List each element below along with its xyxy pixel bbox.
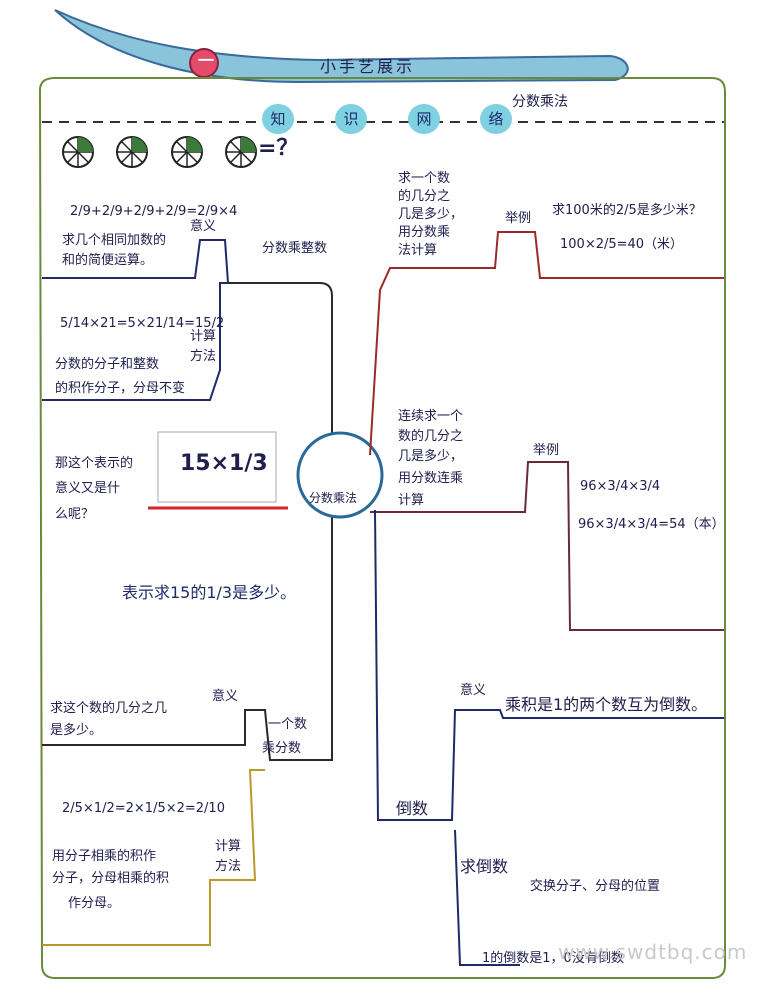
right-middle-example-1: 96×3/4×3/4 [580,479,661,494]
right-middle-branch-1: 连续求一个 [398,409,464,424]
method-line2-top: 的积作分子，分母不变 [55,381,186,396]
watermark: www.swdtbq.com [558,940,748,964]
right-top-branch-line [369,231,724,456]
center-circle [296,431,384,519]
right-middle-example-tag: 举例 [533,443,560,458]
left-top-branch-line [228,282,333,440]
answer-text: 表示求15的1/3是多少。 [122,583,297,602]
right-bottom-branch-line [374,509,724,821]
method-line2-bottom: 分子，分母相乘的积 [52,871,170,886]
zero-reciprocal-text: 1的倒数是1，0没有倒数 [482,951,624,966]
meaning-line2-bottom: 是多少。 [50,723,103,738]
reciprocal-meaning-tag: 意义 [460,683,487,698]
right-top-example-tag: 举例 [505,211,532,226]
right-top-branch-1: 求一个数 [398,171,451,186]
method-tag-top-1: 计算 [190,329,217,344]
find-reciprocal-tag: 求倒数 [460,857,509,876]
right-top-branch-5: 法计算 [398,243,438,258]
right-top-branch-4: 用分数乘 [398,225,451,240]
meaning-formula: 2/9+2/9+2/9+2/9=2/9×4 [70,204,238,219]
knowledge-badge-4: 络 [480,104,512,134]
expr-box [157,431,277,503]
knowledge-badge-2: 识 [335,104,367,134]
method-line1-bottom: 用分子相乘的积作 [52,849,157,864]
branch-fraction-times-integer: 分数乘整数 [262,241,328,256]
right-middle-branch-2: 数的几分之 [398,429,464,444]
right-middle-branch-4: 用分数连乘 [398,471,464,486]
right-middle-branch-line [370,461,724,631]
method-formula-top: 5/14×21=5×21/14=15/2 [60,316,225,331]
right-top-branch-3: 几是多少， [398,207,464,222]
unit-title: 分数乘法 [512,94,568,110]
right-middle-branch-5: 计算 [398,493,425,508]
meaning-tag-bottom: 意义 [212,689,239,704]
find-reciprocal-line [454,829,520,966]
pie-question: =？ [258,136,299,161]
method-line1-top: 分数的分子和整数 [55,357,160,372]
meaning-tag-top: 意义 [190,219,217,234]
meaning-line2: 和的简便运算。 [62,253,154,268]
method-tag-top-2: 方法 [190,349,217,364]
branch-number-times-fraction-2: 乘分数 [262,741,302,756]
banner-title: 小手艺展示 [320,57,416,76]
right-top-example-question: 求100米的2/5是多少米？ [552,203,702,218]
question-line1: 那这个表示的 [55,456,134,471]
branch-number-times-fraction-1: 一个数 [268,717,308,732]
right-top-branch-2: 的几分之 [398,189,451,204]
expression: 15×1/3 [180,451,268,476]
banner-number: 一 [198,51,215,70]
outer-frame [38,77,726,979]
find-reciprocal-text: 交换分子、分母的位置 [530,879,661,894]
method-tag-bottom-1: 计算 [215,839,242,854]
reciprocal-meaning: 乘积是1的两个数互为倒数。 [505,695,708,714]
left-bottom-steps [42,769,265,946]
pie-group [62,136,257,168]
meaning-line1-bottom: 求这个数的几分之几 [50,701,168,716]
question-line3: 么呢？ [55,507,95,522]
knowledge-badge-3: 网 [408,104,440,134]
right-middle-example-2: 96×3/4×3/4=54（本） [578,517,725,532]
method-line3-bottom: 作分母。 [68,896,121,911]
meaning-line1: 求几个相同加数的 [62,233,167,248]
right-middle-branch-3: 几是多少， [398,449,464,464]
method-formula-bottom: 2/5×1/2=2×1/5×2=2/10 [62,801,225,816]
right-top-example-answer: 100×2/5=40（米） [560,237,684,252]
method-tag-bottom-2: 方法 [215,859,242,874]
center-label: 分数乘法 [309,491,358,505]
reciprocal-branch: 倒数 [396,799,429,818]
left-bottom-branch-line [42,470,333,761]
knowledge-badge-1: 知 [262,104,294,134]
question-line2: 意义又是什 [55,481,121,496]
